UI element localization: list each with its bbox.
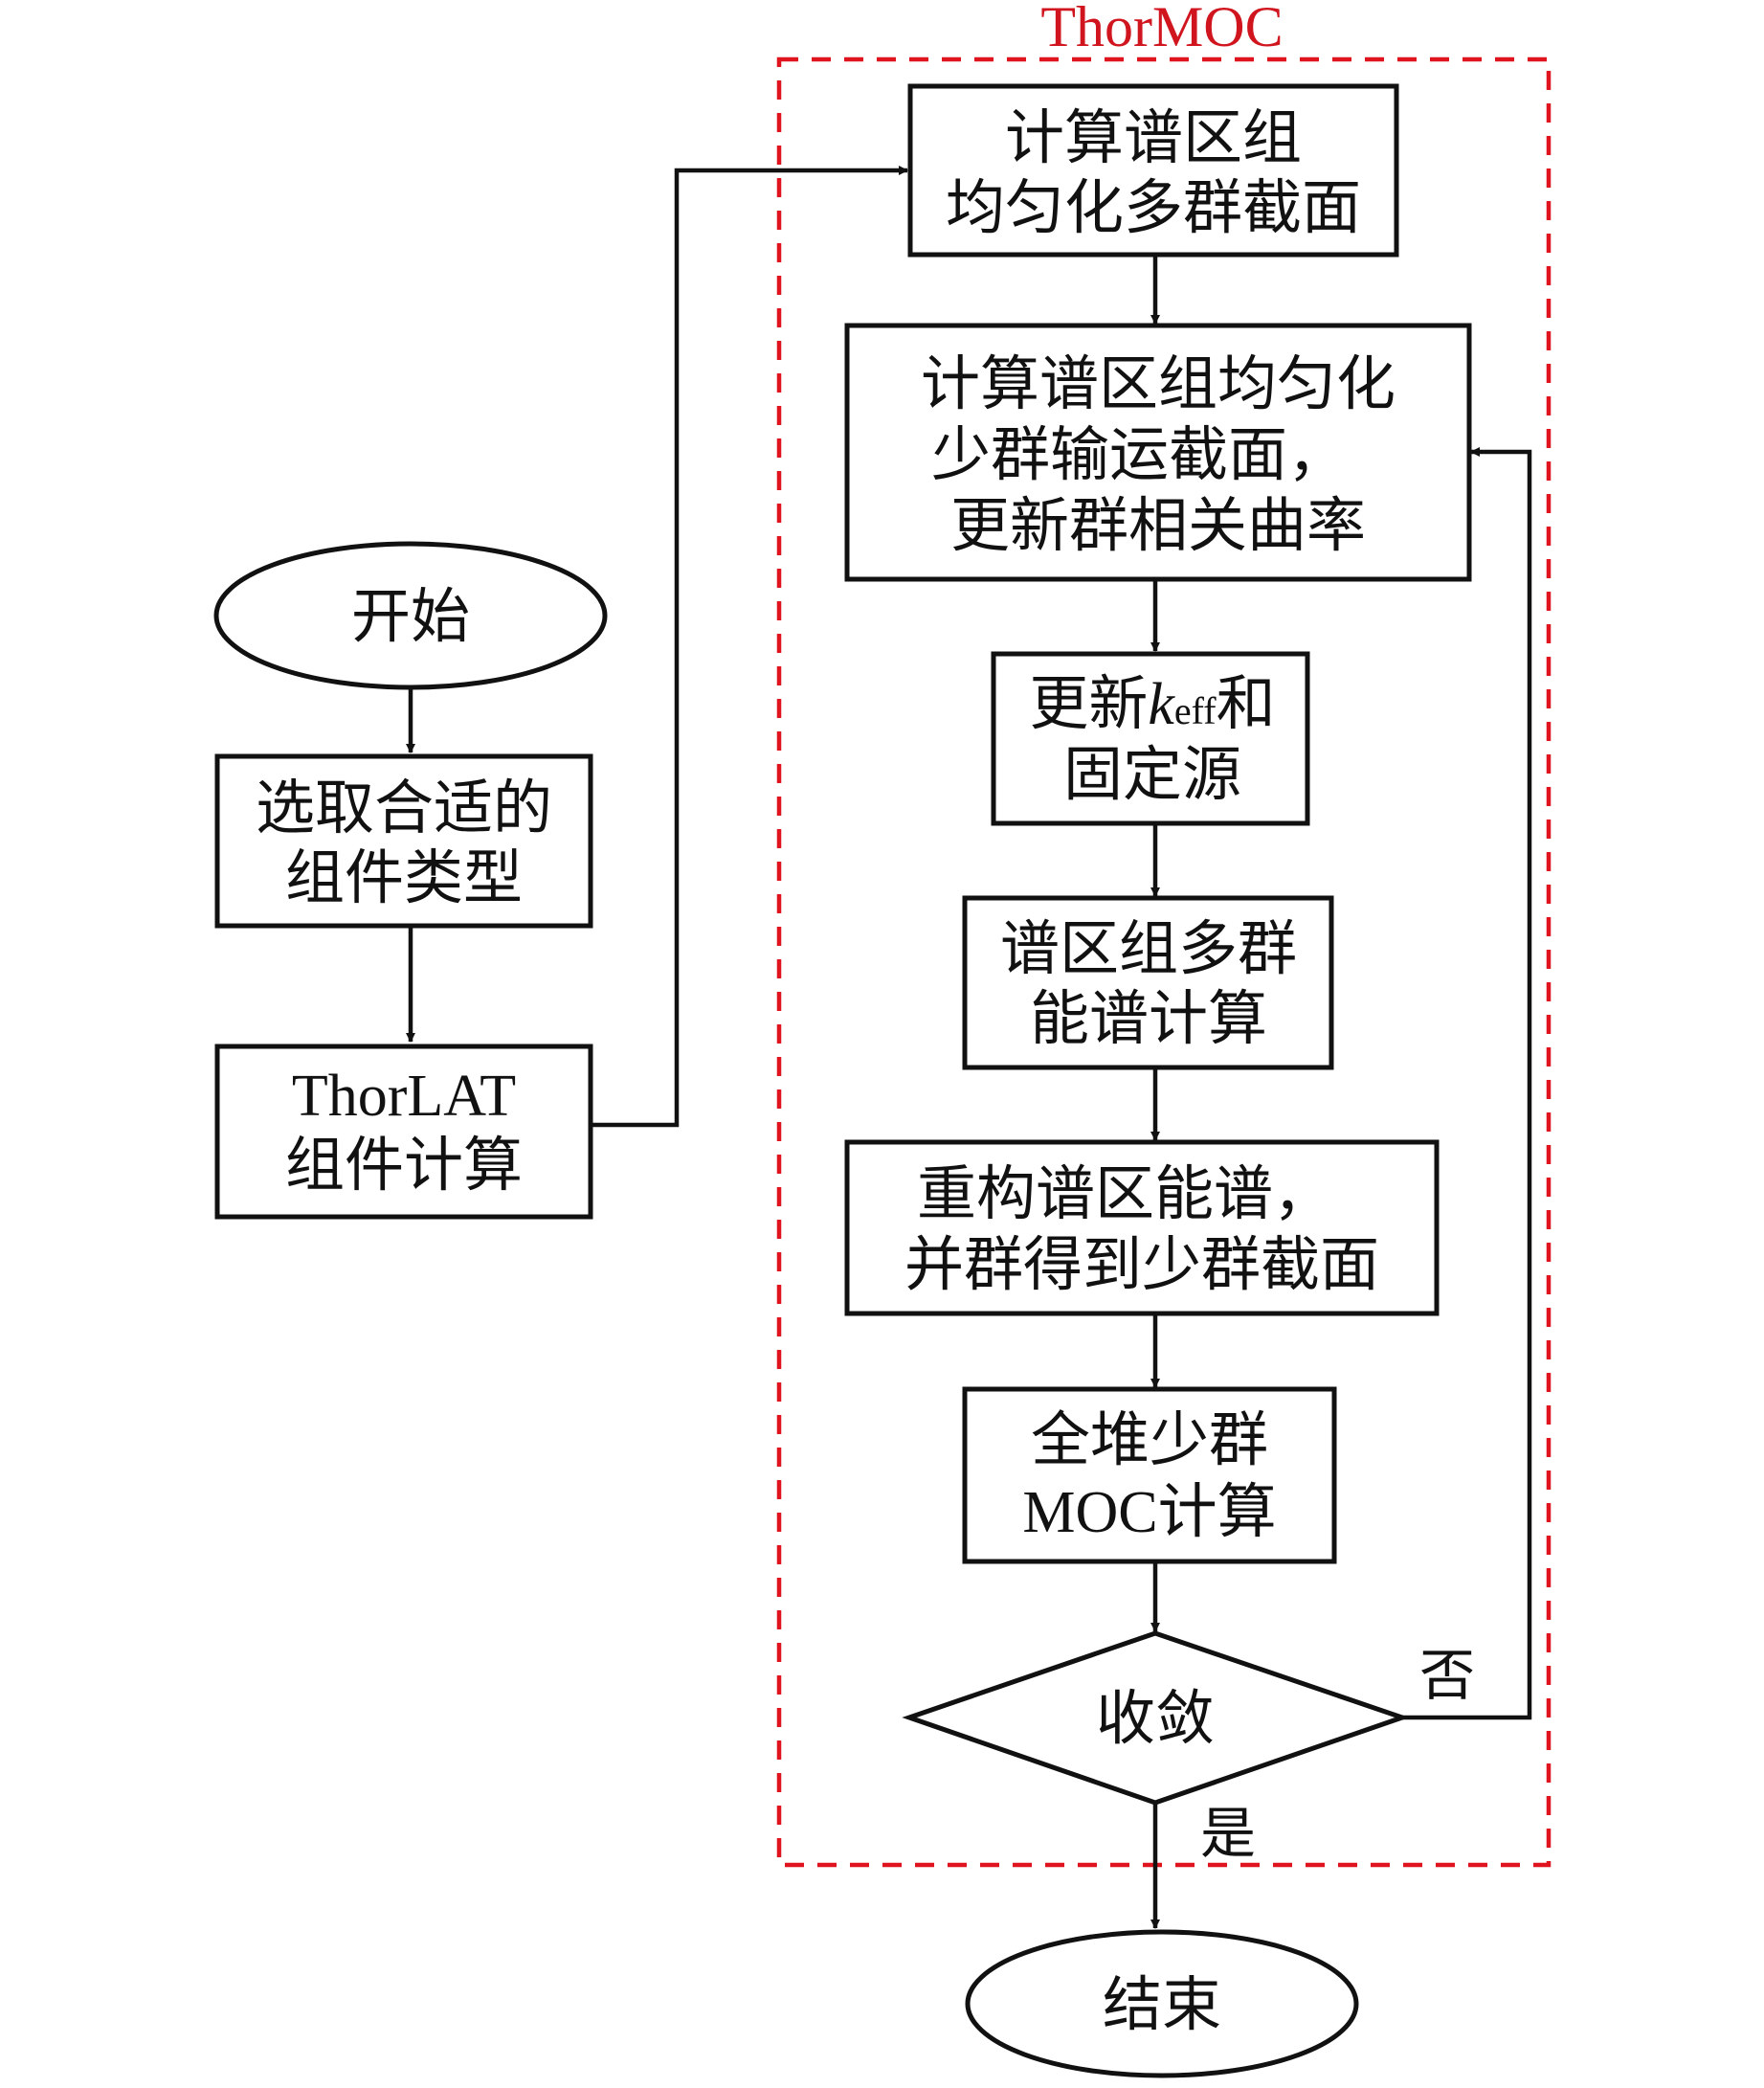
multigroup-spectrum-node: 谱区组多群 能谱计算 (962, 895, 1334, 1070)
thormoc-group-title: ThorMOC (1040, 0, 1283, 58)
edge-label-no: 否 (1419, 1643, 1475, 1708)
reconstruct-spectrum-node: 重构谱区能谱， 并群得到少群截面 (844, 1139, 1440, 1316)
select-label-line1: 选取合适的 (256, 773, 552, 842)
homog-few-line3: 更新群相关曲率 (950, 490, 1366, 560)
homog-multi-line2: 均匀化多群截面 (946, 172, 1361, 242)
start-node: 开始 (213, 541, 608, 690)
reconstruct-line2: 并群得到少群截面 (904, 1229, 1379, 1299)
homog-multi-line1: 计算谱区组 (1005, 102, 1302, 172)
converge-decision: 收敛 (902, 1630, 1410, 1806)
converge-label: 收敛 (1096, 1683, 1215, 1753)
spectrum-line2: 能谱计算 (1030, 983, 1267, 1053)
select-component-node: 选取合适的 组件类型 (214, 753, 593, 929)
homog-multigroup-node: 计算谱区组 均匀化多群截面 (907, 83, 1399, 258)
edge-thorlat-to-homog-multi (591, 166, 908, 1128)
update-keff-line2: 固定源 (1063, 739, 1241, 809)
homog-few-line1: 计算谱区组均匀化 (921, 348, 1396, 418)
thorlat-label-line2: 组件计算 (285, 1130, 523, 1200)
moc-line2: MOC计算 (1022, 1480, 1276, 1545)
select-label-line2: 组件类型 (285, 842, 523, 912)
reconstruct-line1: 重构谱区能谱， (917, 1158, 1332, 1228)
end-label: 结束 (1103, 1969, 1221, 2039)
moc-calc-node: 全堆少群 MOC计算 (962, 1386, 1337, 1564)
start-label: 开始 (351, 581, 470, 651)
thorlat-node: ThorLAT 组件计算 (214, 1044, 593, 1220)
homog-few-line2: 少群输运截面， (931, 419, 1347, 489)
end-node: 结束 (965, 1929, 1359, 2078)
edge-converge-no-loop (1402, 447, 1532, 1720)
homog-fewgroup-node: 计算谱区组均匀化 少群输运截面， 更新群相关曲率 (844, 323, 1472, 582)
edges (406, 166, 1532, 1929)
moc-line1: 全堆少群 (1031, 1404, 1268, 1474)
spectrum-line1: 谱区组多群 (1000, 913, 1297, 983)
thorlat-label-line1: ThorLAT (292, 1064, 516, 1129)
update-keff-node: 更新keff和 固定源 (991, 651, 1310, 826)
update-keff-line1: 更新keff和 (1029, 668, 1275, 738)
edge-label-yes: 是 (1200, 1801, 1256, 1866)
thormoc-group-border (776, 56, 1552, 1868)
